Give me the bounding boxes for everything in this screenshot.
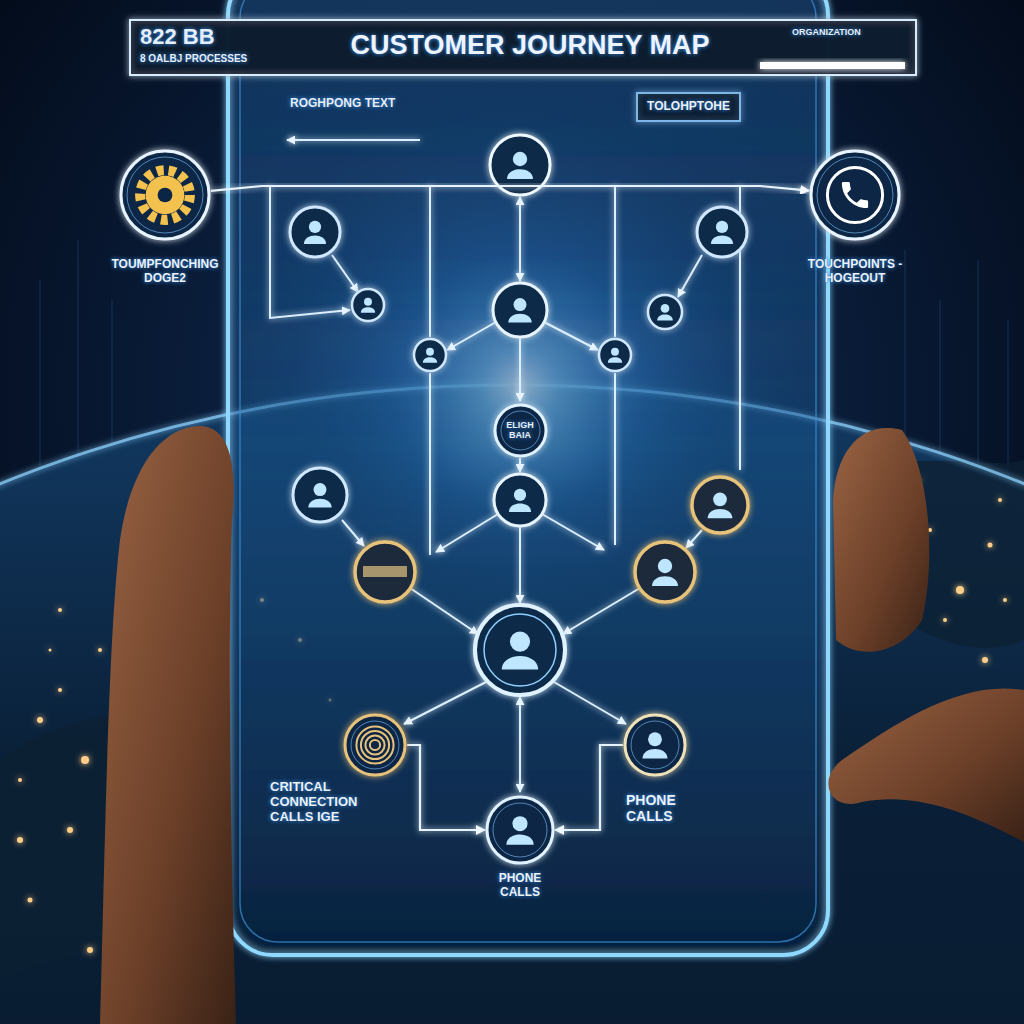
icon-circle [599,339,631,371]
journey-lines [270,140,740,792]
phone-frame [228,0,828,955]
icon-circle [475,605,565,695]
node-label: PHONE CALLS [484,872,556,900]
label-stack: ELIGH BAIA [493,403,548,458]
journey-node: TOUCHPOINTS - HOGEOUT [809,149,901,241]
flow-connector [555,745,623,830]
icon-circle [692,477,748,533]
node-inner-ring [493,803,547,857]
flow-connector [211,186,809,191]
label-stack: TOLOHPTOHE [636,92,741,122]
node-inner-ring [631,721,679,769]
touchpoint-frame [637,93,740,121]
phone-handset-shape [842,182,868,208]
label-stack: PHONE CALLS [626,792,698,824]
fingerprint-ridge [370,740,380,750]
header-highlight [760,62,905,69]
node-ring [811,151,899,239]
fingerprint-ridge [356,726,393,763]
free-label: ROGHPONG TEXT [290,97,440,111]
label-stack: TOUCHPOINTS - HOGEOUT [780,258,930,286]
icon-circle [293,468,347,522]
journey-node: CRITICAL CONNECTION CALLS IGE [343,713,407,777]
node-inner-ring [127,157,203,233]
icon-circle [290,207,340,257]
icon-circle [352,289,384,321]
node-label: TOLOHPTOHE [647,100,730,114]
icon-circle [635,542,695,602]
label-stack: PHONE CALLS [484,872,556,900]
label-stack: TOUMPFONCHING DOGE2 [90,258,240,286]
person-icon [643,732,668,758]
node-inner-ring [351,721,399,769]
node-ring [121,151,209,239]
node-label: TOUCHPOINTS - HOGEOUT [780,258,930,286]
free-label: 822 BB [140,24,310,49]
icon-circle [355,542,415,602]
icon-circle [493,283,547,337]
gear-teeth [140,170,190,220]
phone-handset [842,182,868,208]
node-label: TOUMPFONCHING DOGE2 [90,258,240,286]
node-outline [119,149,211,241]
node-ring [625,715,685,775]
node-ring [487,797,553,863]
node-ring [345,715,405,775]
right-finger [828,688,1024,842]
left-hand [100,426,236,1024]
journey-node: PHONE CALLS [485,795,555,865]
free-label: ORGANIZATION [792,27,907,37]
flow-connector [407,745,485,830]
journey-node: TOUMPFONCHING DOGE2 [119,149,211,241]
node-ring [495,405,546,456]
icon-circles [290,135,748,695]
icon-circle [494,474,546,526]
journey-node: PHONE CALLS [623,713,687,777]
icon-circle [697,207,747,257]
phone-disc [827,167,882,222]
node-outline [809,149,901,241]
node-label: CRITICAL CONNECTION CALLS IGE [270,780,385,825]
node-inner-ring [817,157,893,233]
person-icon [506,816,533,845]
right-thumb [833,428,929,652]
label-stack: CRITICAL CONNECTION CALLS IGE [270,780,385,825]
fingerprint-ridge [361,731,389,759]
gear-hole [158,188,173,203]
node-outline [485,795,555,865]
icon-circle [648,295,682,329]
journey-node: ELIGH BAIA [493,403,548,458]
node-label: ELIGH BAIA [499,420,541,441]
gear-body [146,176,185,215]
fingerprint-ridge [365,735,384,754]
diagram-title: CUSTOMER JOURNEY MAP [320,30,740,61]
node-label: PHONE CALLS [626,792,698,824]
node-outline [343,713,407,777]
free-label: 8 OALBJ PROCESSES [140,53,330,65]
touchpoint-box: TOLOHPTOHE [636,92,741,122]
phone-bezel [240,0,816,942]
icon-circle [414,339,446,371]
header-bar [130,20,916,75]
node-outline [623,713,687,777]
